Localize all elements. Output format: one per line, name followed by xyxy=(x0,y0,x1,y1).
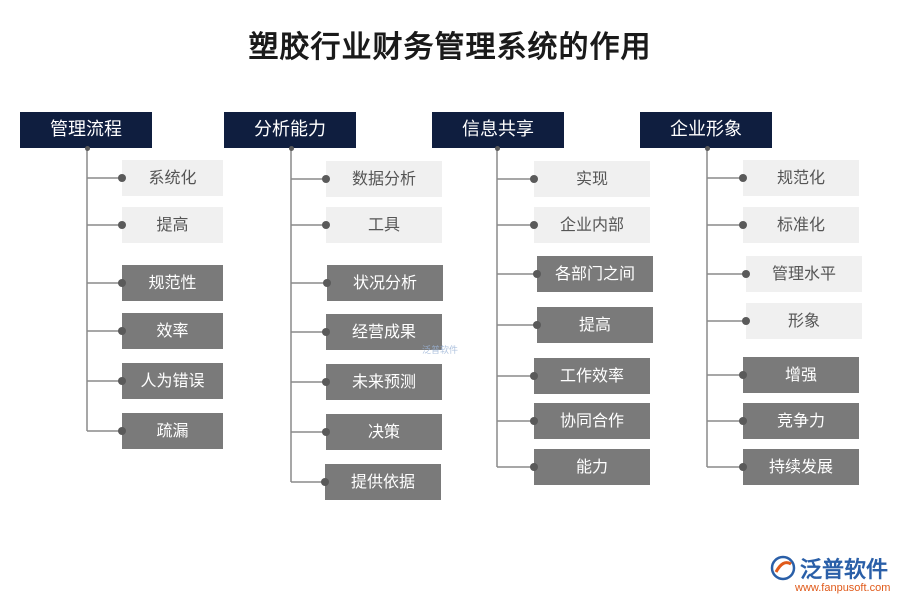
connector-dot xyxy=(118,427,126,435)
connector-dot xyxy=(322,175,330,183)
diagram-node: 工具 xyxy=(326,207,442,243)
connector-dot xyxy=(742,270,750,278)
diagram-node: 提供依据 xyxy=(325,464,441,500)
connector-dot xyxy=(322,428,330,436)
diagram-node: 形象 xyxy=(746,303,862,339)
diagram-node: 企业内部 xyxy=(534,207,650,243)
trunk-start-dot xyxy=(494,146,500,151)
column-header: 信息共享 xyxy=(432,112,564,148)
connector-dot xyxy=(739,221,747,229)
diagram-node: 实现 xyxy=(534,161,650,197)
diagram-node: 规范化 xyxy=(743,160,859,196)
watermark: 泛普软件 xyxy=(422,346,459,356)
connector-dot xyxy=(322,378,330,386)
diagram-node: 各部门之间 xyxy=(537,256,653,292)
diagram-node: 系统化 xyxy=(122,160,223,196)
diagram-node: 协同合作 xyxy=(534,403,650,439)
connector-dot xyxy=(530,372,538,380)
diagram-node: 未来预测 xyxy=(326,364,442,400)
brand-logo: 泛普软件 xyxy=(770,553,888,583)
trunk-start-dot xyxy=(84,146,90,151)
logo-name: 泛普软件 xyxy=(800,558,889,583)
trunk-start-dot xyxy=(704,146,710,151)
connector-dot xyxy=(322,221,330,229)
diagram-node: 数据分析 xyxy=(326,161,442,197)
diagram-node: 状况分析 xyxy=(327,265,443,301)
diagram-node: 规范性 xyxy=(122,265,223,301)
connector-dot xyxy=(118,377,126,385)
connector-dot xyxy=(323,279,331,287)
diagram-node: 标准化 xyxy=(743,207,859,243)
diagram-node: 竞争力 xyxy=(743,403,859,439)
logo-mark-icon xyxy=(770,555,796,581)
connector-dot xyxy=(530,175,538,183)
connector-dot xyxy=(118,279,126,287)
diagram-node: 人为错误 xyxy=(122,363,223,399)
connector-dot xyxy=(530,417,538,425)
page-title: 塑胶行业财务管理系统的作用 xyxy=(248,30,652,65)
column-header: 管理流程 xyxy=(20,112,152,148)
column-header: 分析能力 xyxy=(224,112,356,148)
trunk-start-dot xyxy=(288,146,294,151)
diagram-node: 提高 xyxy=(122,207,223,243)
connector-dot xyxy=(322,328,330,336)
diagram-node: 能力 xyxy=(534,449,650,485)
connector-dot xyxy=(739,174,747,182)
connector-dot xyxy=(530,463,538,471)
connector-dot xyxy=(118,174,126,182)
diagram-node: 提高 xyxy=(537,307,653,343)
connector-dot xyxy=(533,270,541,278)
diagram-node: 工作效率 xyxy=(534,358,650,394)
diagram-node: 管理水平 xyxy=(746,256,862,292)
connector-dot xyxy=(739,417,747,425)
connector-dot xyxy=(739,463,747,471)
connector-dot xyxy=(742,317,750,325)
diagram-node: 决策 xyxy=(326,414,442,450)
diagram-node: 经营成果 xyxy=(326,314,442,350)
diagram-node: 增强 xyxy=(743,357,859,393)
connector-dot xyxy=(739,371,747,379)
diagram-node: 效率 xyxy=(122,313,223,349)
diagram-node: 疏漏 xyxy=(122,413,223,449)
column-header: 企业形象 xyxy=(640,112,772,148)
connector-dot xyxy=(118,327,126,335)
connector-dot xyxy=(321,478,329,486)
connector-dot xyxy=(533,321,541,329)
connector-dot xyxy=(118,221,126,229)
logo-url: www.fanpusoft.com xyxy=(795,582,891,594)
connector-dot xyxy=(530,221,538,229)
diagram-node: 持续发展 xyxy=(743,449,859,485)
